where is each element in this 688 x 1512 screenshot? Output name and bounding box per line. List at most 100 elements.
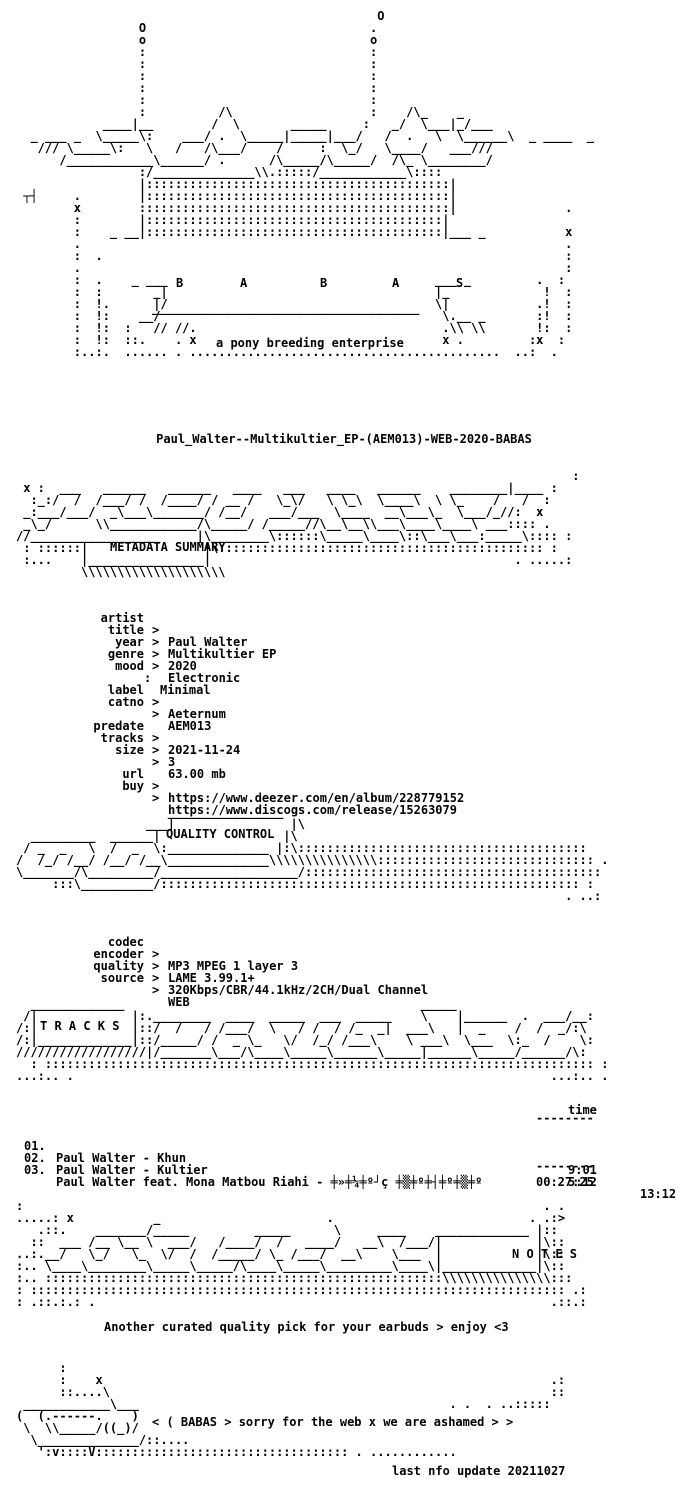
babas-letter-2: A (240, 276, 248, 290)
quality-value: WEB (168, 995, 190, 1009)
track-number: 02. (24, 1151, 46, 1165)
metadata-ascii-art: : x : ___ ______ ______ ____ ___ ____ __… (16, 469, 580, 579)
quality-section-title: QUALITY CONTROL (166, 827, 275, 841)
track-number: 03. (24, 1163, 46, 1177)
metadata-row-predate: predate > 2021-11-24 (0, 708, 688, 768)
quality-row-source: source > WEB (0, 960, 688, 1020)
metadata-key: genre (107, 647, 144, 661)
metadata-sep: > (152, 695, 160, 709)
track-time: 13:12 (640, 1187, 677, 1201)
track-number: 01. (24, 1139, 46, 1153)
metadata-row-artist: artist > Paul Walter (0, 600, 688, 660)
quality-ascii-art: ________________ ___| |\ _________ _____… (16, 805, 609, 903)
release-name: Paul_Walter--Multikultier_EP-(AEM013)-WE… (156, 432, 532, 446)
track-list: 01. Paul Walter - Khun 9:01 02. Paul Wal… (0, 1128, 688, 1200)
tracks-ascii-art: _____________ _____ /| |:.________ ____ … (16, 997, 609, 1083)
quality-key: codec (107, 935, 144, 949)
babas-letter-1: B (176, 276, 184, 290)
track-row: 01. Paul Walter - Khun 9:01 (0, 1128, 688, 1188)
header-ascii-art: O O . o o : : : (23, 9, 594, 359)
tracks-section-title: T R A C K S (40, 1019, 120, 1033)
metadata-sep: > (152, 755, 160, 769)
metadata-sep: > (152, 779, 160, 793)
babas-letter-4: A (392, 276, 400, 290)
metadata-value: 2021-11-24 (168, 743, 241, 757)
notes-text: Another curated quality pick for your ea… (104, 1320, 509, 1334)
metadata-sep: > (152, 623, 160, 637)
track-title: Paul Walter - Khun (56, 1151, 187, 1165)
metadata-row-year: year > 2020 (0, 624, 688, 684)
track-row: 02. Paul Walter - Kultier 5:12 (0, 1140, 688, 1200)
quality-row-codec: codec > MP3 MPEG 1 layer 3 (0, 924, 688, 984)
track-time: 5:12 (568, 1175, 597, 1189)
track-row: 03. Paul Walter feat. Mona Matbou Riahi … (0, 1152, 688, 1212)
metadata-key: title (107, 623, 144, 637)
metadata-row-label: label > Aeternum (0, 672, 688, 732)
metadata-row-url: url > https://www.deezer.com/en/album/22… (0, 756, 688, 816)
metadata-sep: > (152, 731, 160, 745)
quality-value: LAME 3.99.1+ (168, 971, 255, 985)
metadata-key: year (115, 635, 144, 649)
babas-letter-5: S (456, 276, 464, 290)
quality-sep: > (152, 971, 160, 985)
metadata-value: AEM013 (168, 719, 212, 733)
metadata-row-catno: catno > AEM013 (0, 684, 688, 744)
metadata-row-mood: mood : Minimal (0, 648, 688, 708)
metadata-value: Paul Walter (168, 635, 248, 649)
metadata-row-title: title > Multikultier EP (0, 612, 688, 672)
quality-sep: > (152, 983, 160, 997)
metadata-value: Electronic (168, 671, 241, 685)
tagline: a pony breeding enterprise (216, 336, 404, 350)
metadata-sep: > (152, 743, 160, 757)
quality-sep: > (152, 959, 160, 973)
time-column-header: time (568, 1103, 597, 1117)
quality-value: 320Kbps/CBR/44.1kHz/2CH/Dual Channel (168, 983, 429, 997)
track-time: 9:01 (568, 1163, 597, 1177)
metadata-key: size (115, 743, 144, 757)
quality-key: encoder (93, 947, 144, 961)
metadata-sep: > (152, 707, 160, 721)
metadata-key: catno (107, 695, 144, 709)
metadata-value: Aeternum (168, 707, 226, 721)
header-box-line: _____________________________________ (152, 301, 420, 315)
babas-letter-3: B (320, 276, 328, 290)
quality-row-encoder: encoder > LAME 3.99.1+ (0, 936, 688, 996)
metadata-row-size: size > 63.00 mb (0, 732, 688, 792)
metadata-sep: > (152, 647, 160, 661)
last-update: last nfo update 20211027 (392, 1464, 566, 1478)
metadata-value: 2020 (168, 659, 197, 673)
metadata-sep: > (152, 635, 160, 649)
metadata-key: label (107, 683, 144, 697)
track-title: Paul Walter feat. Mona Matbou Riahi - ╪»… (56, 1175, 483, 1189)
metadata-row-buy: buy > https://www.discogs.com/release/15… (0, 768, 688, 828)
footer-ascii-art: : : x .: ::....\ :: ____________\___ (16, 1361, 566, 1459)
metadata-sep: > (152, 659, 160, 673)
metadata-value: 3 (168, 755, 176, 769)
discogs-link[interactable]: https://www.discogs.com/release/15263079 (168, 803, 457, 817)
quality-value: MP3 MPEG 1 layer 3 (168, 959, 299, 973)
time-header-rule: -------- (536, 1111, 594, 1125)
metadata-value: Multikultier EP (168, 647, 277, 661)
metadata-section-title: METADATA SUMMARY (110, 540, 226, 554)
metadata-key: url (122, 767, 144, 781)
deezer-link[interactable]: https://www.deezer.com/en/album/22877915… (168, 791, 465, 805)
metadata-value: Minimal (160, 683, 211, 697)
metadata-key: buy (122, 779, 144, 793)
metadata-sep: > (152, 791, 160, 805)
quality-key: quality (93, 959, 144, 973)
metadata-row-genre: genre > Electronic (0, 636, 688, 696)
total-time: 00:27:25 (536, 1175, 594, 1189)
track-title: Paul Walter - Kultier (56, 1163, 208, 1177)
metadata-sep: : (144, 671, 152, 685)
footer-message: < ( BABAS > sorry for the web x we are a… (152, 1415, 514, 1429)
metadata-key: predate (93, 719, 144, 733)
metadata-key: mood (115, 659, 144, 673)
quality-sep: > (152, 947, 160, 961)
total-rule: -------- (536, 1159, 594, 1173)
metadata-row-tracks: tracks > 3 (0, 720, 688, 780)
notes-ascii-art: : . . .....: x _ . . .:> .::. _______/__… (16, 1199, 587, 1309)
quality-row-quality: quality > 320Kbps/CBR/44.1kHz/2CH/Dual C… (0, 948, 688, 1008)
metadata-key: artist (100, 611, 144, 625)
metadata-key: tracks (100, 731, 144, 745)
metadata-value: 63.00 mb (168, 767, 226, 781)
